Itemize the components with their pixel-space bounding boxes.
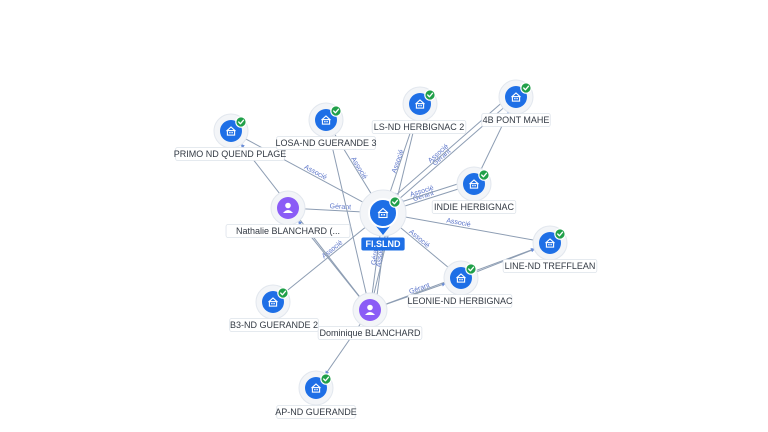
node-line[interactable]: LINE-ND TREFFLEAN: [502, 225, 598, 273]
node-pont[interactable]: 4B PONT MAHE: [481, 79, 551, 127]
building-icon: [377, 207, 389, 219]
verified-badge-icon: [320, 373, 332, 385]
node-label: AP-ND GUERANDE: [275, 407, 357, 417]
edge-line: [379, 92, 514, 210]
edge-line: [325, 119, 371, 311]
label-background: [175, 147, 285, 161]
node-indie[interactable]: INDIE HERBIGNAC: [431, 166, 517, 214]
label-background: [276, 405, 356, 419]
edge-label: Gérant: [371, 243, 381, 265]
verified-badge-icon: [520, 82, 532, 94]
node-label: Nathalie BLANCHARD (...: [236, 226, 340, 236]
verified-badge-icon: [465, 263, 477, 275]
node-losa[interactable]: LOSA-ND GUERANDE 3: [275, 102, 377, 150]
label-background: [276, 136, 376, 150]
label-background: [481, 113, 551, 127]
node-nathalie[interactable]: Nathalie BLANCHARD (...: [225, 190, 351, 238]
label-background: [225, 224, 351, 238]
node-label: INDIE HERBIGNAC: [434, 202, 515, 212]
edge-line: [230, 130, 384, 214]
building-icon: [268, 297, 278, 307]
edge-label: Associé: [391, 149, 406, 175]
building-icon: [456, 273, 466, 283]
label-background: [229, 318, 319, 332]
center-label: FI.SLND: [366, 239, 401, 249]
verified-badge-icon: [277, 287, 289, 299]
verified-badge-icon: [330, 105, 342, 117]
verified-badge-icon: [478, 169, 490, 181]
label-background: [502, 259, 598, 273]
verified-badge-icon: [424, 89, 436, 101]
node-b3[interactable]: B3-ND GUERANDE 2: [229, 284, 319, 332]
verified-badge-icon: [554, 228, 566, 240]
person-icon: [283, 202, 293, 213]
node-dominique[interactable]: Dominique BLANCHARD: [317, 292, 423, 340]
node-label: Dominique BLANCHARD: [319, 328, 421, 338]
building-icon: [415, 99, 425, 109]
building-icon: [469, 179, 479, 189]
label-background: [317, 326, 423, 340]
edge-label: Associé: [349, 156, 368, 181]
person-icon: [365, 304, 375, 315]
node-label: PRIMO ND QUEND PLAGE: [174, 149, 287, 159]
node-primo[interactable]: PRIMO ND QUEND PLAGE: [174, 113, 287, 161]
node-label: B3-ND GUERANDE 2: [230, 320, 318, 330]
building-icon: [321, 115, 331, 125]
building-icon: [511, 92, 521, 102]
center-pointer: [375, 225, 391, 235]
label-background: [361, 237, 405, 251]
verified-badge-icon: [389, 196, 401, 208]
node-center[interactable]: FI.SLND: [359, 189, 407, 251]
label-background: [407, 294, 513, 308]
node-ap[interactable]: AP-ND GUERANDE: [275, 370, 357, 419]
verified-badge-icon: [235, 116, 247, 128]
edge-line: [382, 212, 551, 244]
node-leonie[interactable]: LEONIE-ND HERBIGNAC: [407, 260, 513, 308]
edge-label: Associé: [376, 242, 386, 267]
edge-label: Associé: [303, 164, 328, 182]
building-icon: [311, 383, 321, 393]
label-background: [371, 120, 467, 134]
node-label: LEONIE-ND HERBIGNAC: [407, 296, 513, 306]
node-lsnd[interactable]: LS-ND HERBIGNAC 2: [371, 86, 467, 134]
edge-label: Gérant: [329, 203, 351, 211]
node-label: LOSA-ND GUERANDE 3: [275, 138, 376, 148]
node-label: 4B PONT MAHE: [483, 115, 550, 125]
node-label: LS-ND HERBIGNAC 2: [374, 122, 465, 132]
edge-label: Associé: [407, 229, 430, 250]
building-icon: [226, 126, 236, 136]
edge: Associé: [382, 212, 551, 244]
edge-label: Associé: [321, 239, 345, 260]
label-background: [431, 200, 517, 214]
node-label: LINE-ND TREFFLEAN: [505, 261, 596, 271]
building-icon: [545, 238, 555, 248]
edge-label: Associé: [446, 217, 471, 228]
